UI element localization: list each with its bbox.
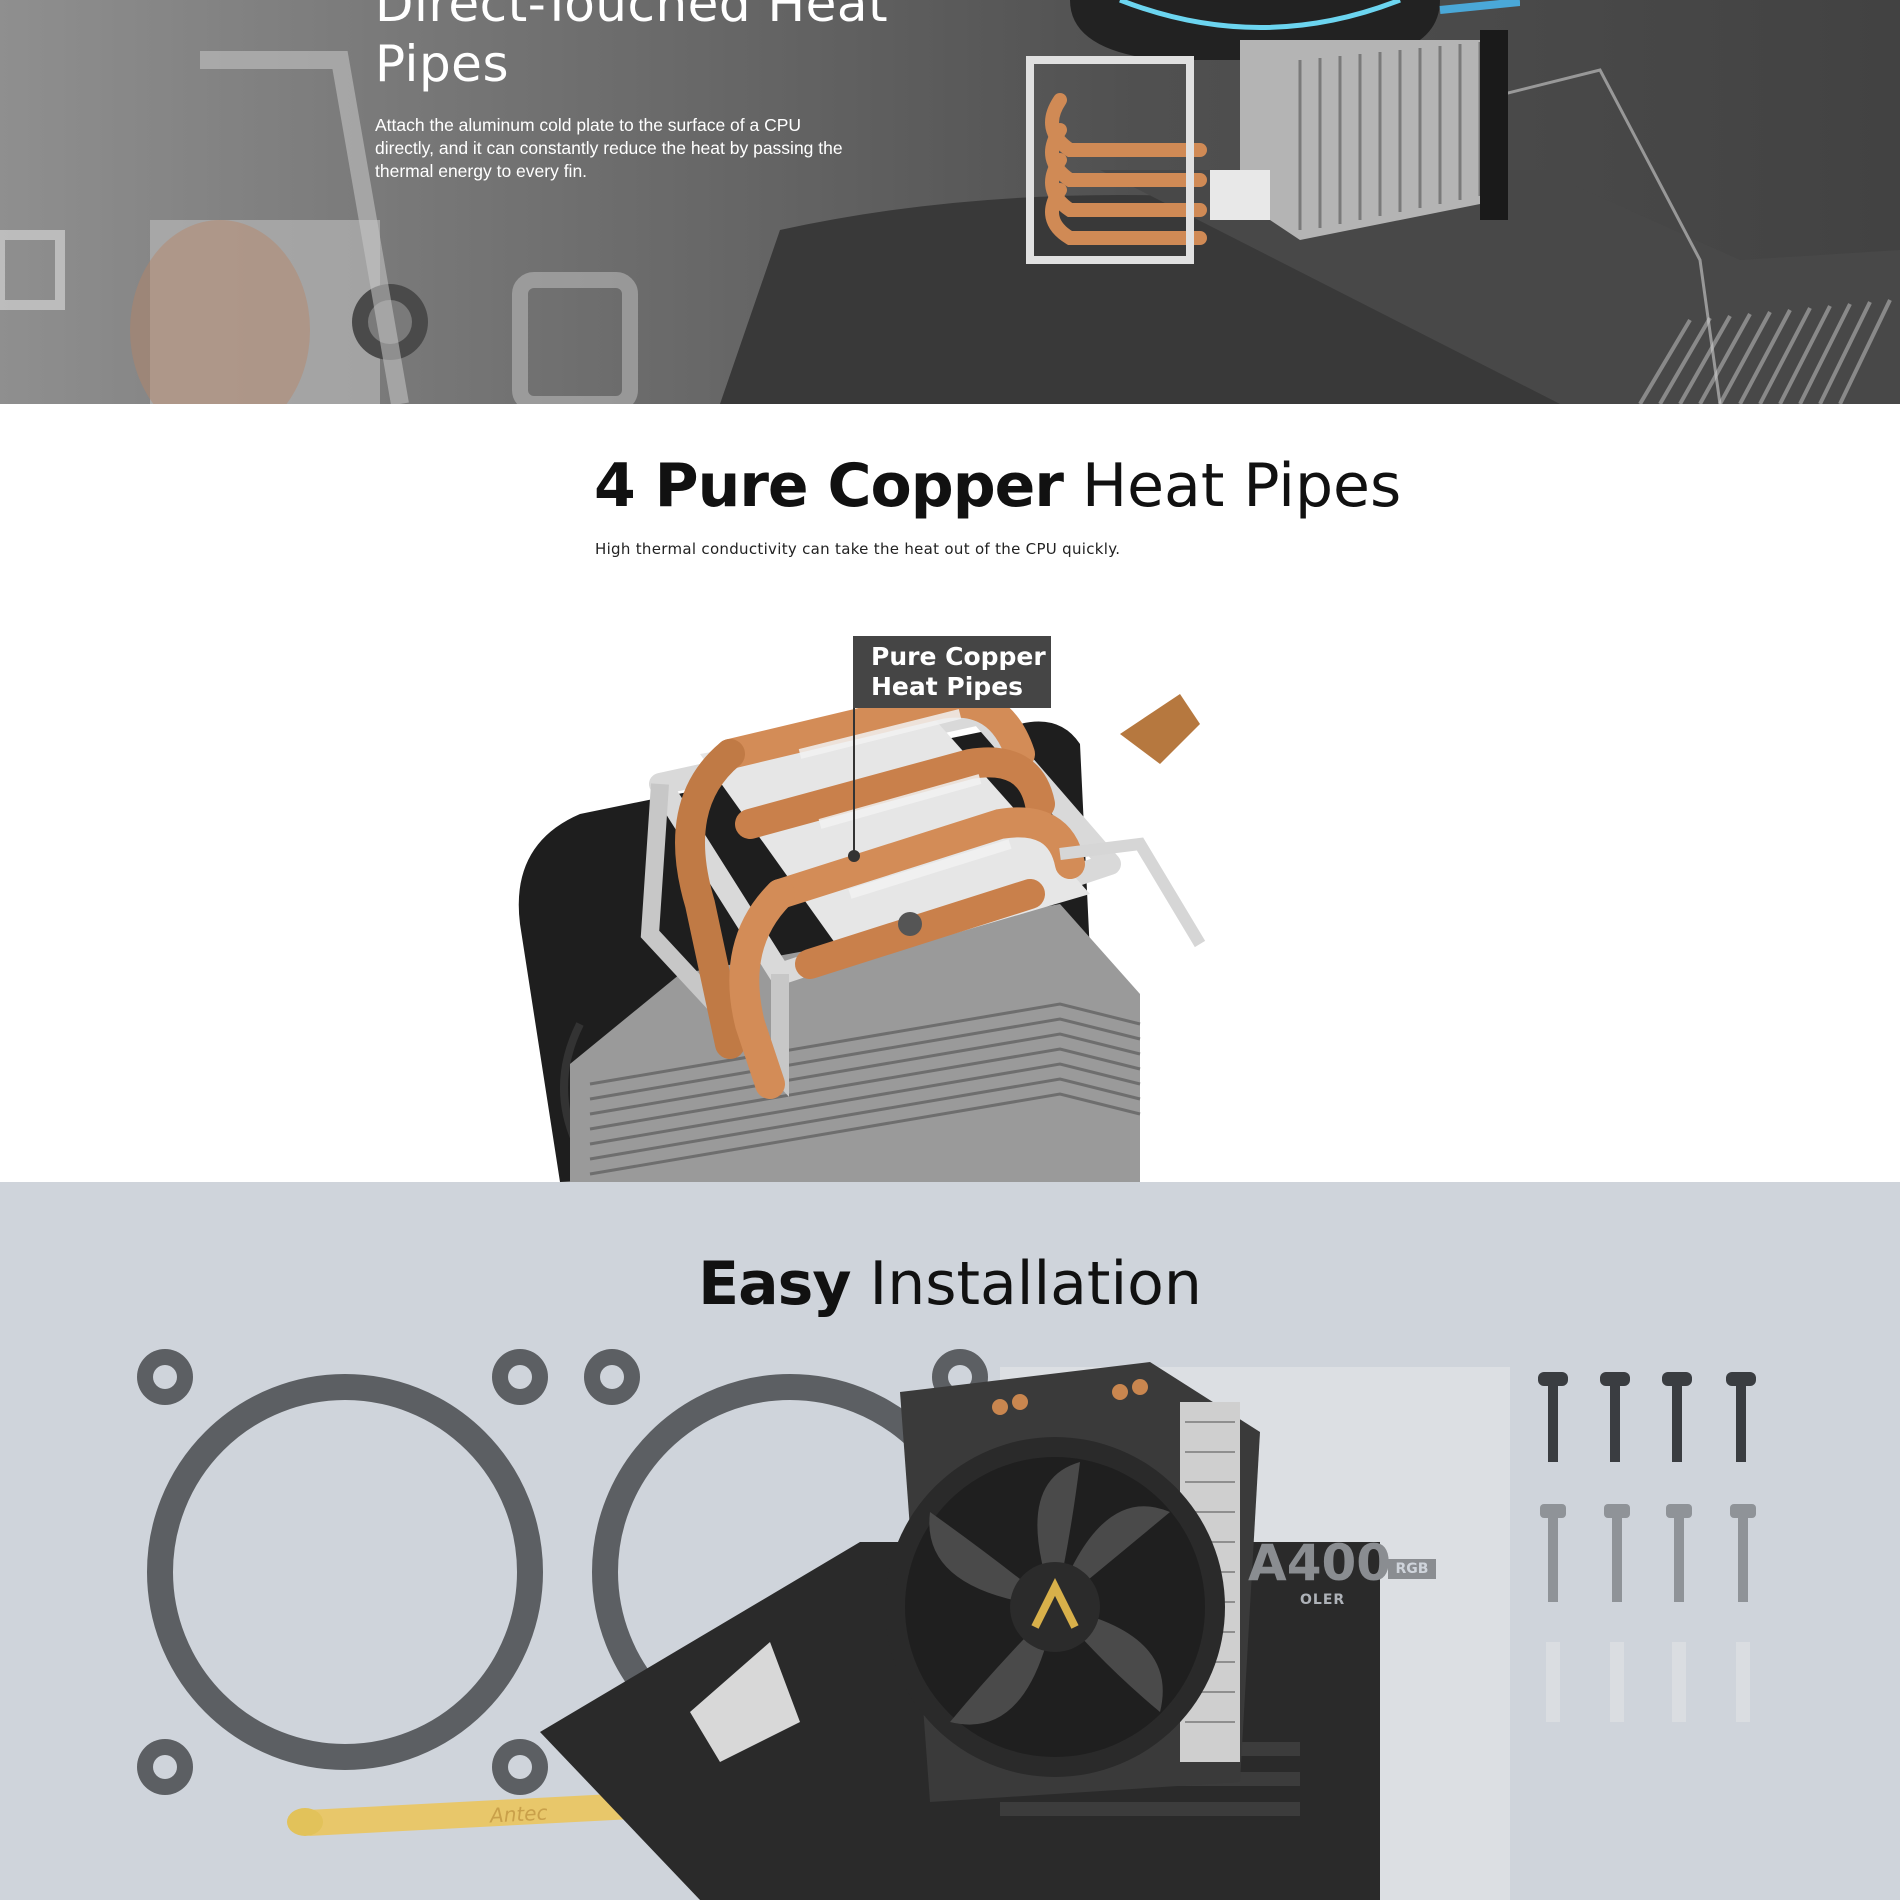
callout-pointer-line <box>853 708 855 858</box>
hero-title-line2: Pipes <box>375 35 509 93</box>
easy-installation-heading-bold: Easy <box>698 1249 851 1319</box>
hero-section: Direct-Touched Heat Pipes Attach the alu… <box>0 0 1900 404</box>
callout-pointer-dot <box>848 850 860 862</box>
callout-line1: Pure Copper <box>871 642 1046 671</box>
hero-title-line1: Direct-Touched Heat <box>375 0 889 33</box>
hero-title: Direct-Touched Heat Pipes <box>375 0 888 94</box>
heat-pipes-heading: 4 Pure Copper Heat Pipes <box>594 448 1401 524</box>
box-sub-label: OLER <box>1300 1592 1346 1608</box>
heat-pipes-heading-regular: Heat Pipes <box>1082 451 1402 521</box>
hero-description: Attach the aluminum cold plate to the su… <box>375 115 843 181</box>
easy-installation-heading: Easy Installation <box>0 1246 1900 1322</box>
easy-installation-heading-regular: Installation <box>869 1249 1202 1319</box>
heat-pipes-callout: Pure Copper Heat Pipes <box>853 636 1051 708</box>
easy-installation-section: Easy Installation A400 RGB OLER Antec <box>0 1182 1900 1900</box>
heat-pipes-heading-bold: 4 Pure Copper <box>594 451 1064 521</box>
cooler-closeup-background <box>0 51 1900 404</box>
callout-line2: Heat Pipes <box>871 672 1024 701</box>
heat-pipes-section: 4 Pure Copper Heat Pipes High thermal co… <box>0 404 1900 1182</box>
box-rgb-badge: RGB <box>1388 1559 1436 1579</box>
cooler-product-image <box>1026 0 1520 264</box>
thermal-paste-label: Antec <box>489 1800 549 1828</box>
installation-kit-image <box>137 1349 1756 1900</box>
heat-pipes-subtitle: High thermal conductivity can take the h… <box>595 540 1121 558</box>
box-model-label: A400 <box>1248 1534 1392 1592</box>
